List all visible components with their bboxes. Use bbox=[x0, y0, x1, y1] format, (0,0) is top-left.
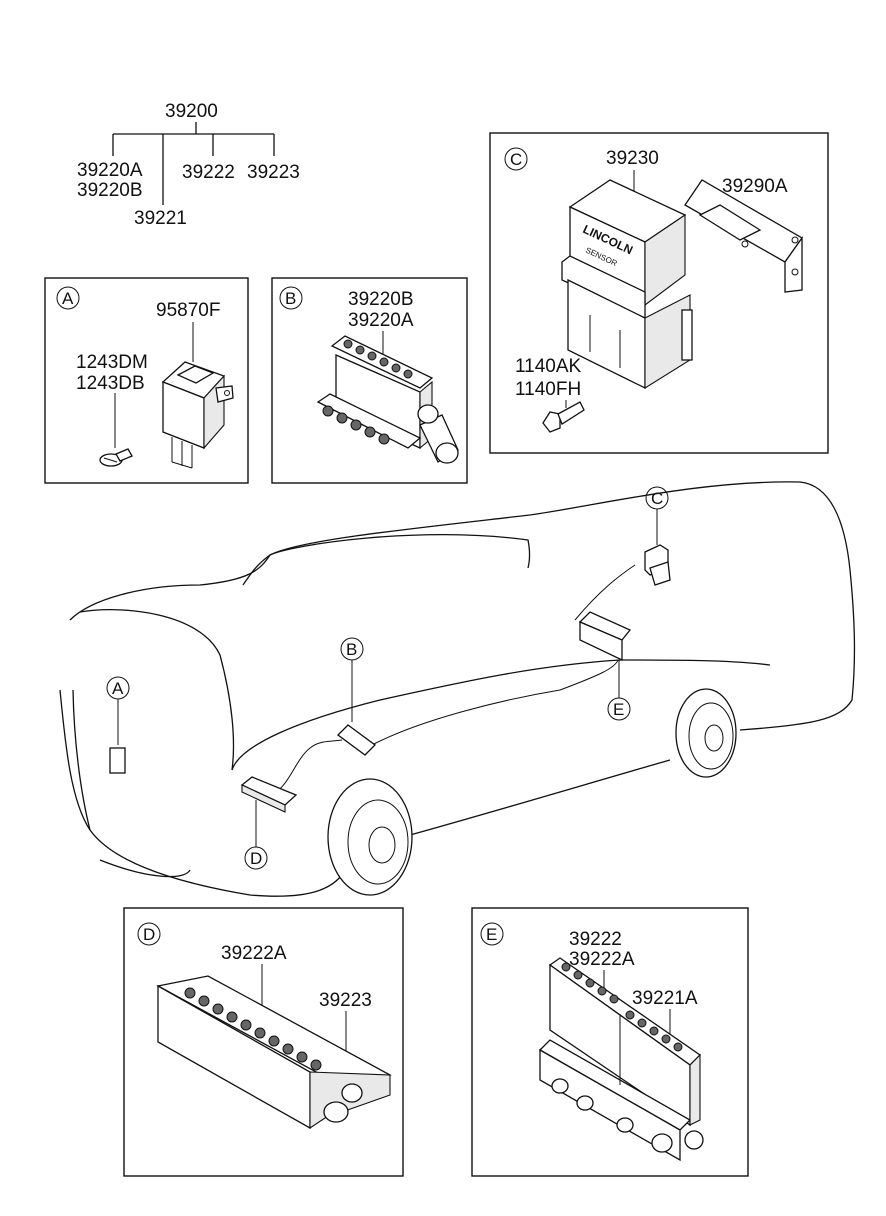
panel-b-frame bbox=[271, 277, 468, 484]
vehicle-outline bbox=[59, 481, 856, 897]
panel-d: D 39222A 39223 bbox=[123, 907, 404, 1177]
vehicle-callout-a-label: A bbox=[112, 679, 124, 698]
tree-label-39221[interactable]: 39221 bbox=[134, 208, 187, 229]
part-label-1243db[interactable]: 1243DB bbox=[76, 373, 145, 394]
vehicle-callout-c-label: C bbox=[651, 489, 663, 508]
vehicle-callout-b[interactable]: B bbox=[337, 637, 376, 756]
panel-b-callout-circle bbox=[279, 286, 303, 310]
panel-a-callout-circle bbox=[56, 286, 80, 310]
vehicle-callout-a[interactable]: A bbox=[106, 676, 130, 774]
screw-1243d[interactable] bbox=[99, 448, 133, 467]
tree-label-39220b[interactable]: 39220B bbox=[77, 180, 143, 201]
panel-d-frame bbox=[123, 907, 404, 1177]
junction-block-39221a[interactable] bbox=[538, 957, 704, 1162]
relay-95870f[interactable] bbox=[161, 361, 234, 469]
part-label-39221a[interactable]: 39221A bbox=[632, 988, 698, 1009]
part-label-1140ak[interactable]: 1140AK bbox=[515, 356, 582, 377]
panel-c: C 39230 39290A 1140AK 1140FH LINCOLN SEN… bbox=[489, 132, 829, 454]
part-label-39223[interactable]: 39223 bbox=[319, 990, 372, 1011]
panel-b: B 39220B 39220A bbox=[271, 277, 468, 484]
tree-label-39222[interactable]: 39222 bbox=[182, 162, 235, 183]
vehicle-callout-c[interactable]: C bbox=[644, 486, 671, 586]
panel-d-callout-circle bbox=[137, 922, 161, 946]
part-label-95870f[interactable]: 95870F bbox=[156, 300, 220, 321]
rear-wheel bbox=[675, 688, 737, 778]
part-label-39222a[interactable]: 39222A bbox=[221, 943, 287, 964]
bolt-1140[interactable] bbox=[542, 401, 585, 433]
panel-a-frame bbox=[44, 277, 249, 484]
vehicle-callout-b-label: B bbox=[346, 640, 357, 659]
panel-b-callout: B bbox=[285, 289, 296, 308]
panel-c-callout-circle bbox=[504, 147, 528, 171]
panel-c-frame bbox=[489, 132, 829, 454]
panel-c-callout: C bbox=[510, 150, 522, 169]
module-39230[interactable]: LINCOLN SENSOR bbox=[561, 179, 693, 390]
panel-e-frame bbox=[471, 907, 749, 1177]
junction-block-39220[interactable] bbox=[316, 335, 459, 464]
part-label-39220a[interactable]: 39220A bbox=[348, 310, 414, 331]
tree-label-39223[interactable]: 39223 bbox=[247, 162, 300, 183]
panel-a-callout: A bbox=[62, 289, 74, 308]
panel-e: E 39222 39222A 39221A bbox=[471, 907, 749, 1177]
tree-label-39220a[interactable]: 39220A bbox=[77, 160, 143, 181]
part-label-39222[interactable]: 39222 bbox=[569, 929, 622, 950]
part-label-1140fh[interactable]: 1140FH bbox=[515, 379, 581, 400]
fuse-block-39222a[interactable] bbox=[156, 975, 392, 1130]
part-label-1243dm[interactable]: 1243DM bbox=[76, 352, 148, 373]
part-label-39220b[interactable]: 39220B bbox=[348, 289, 414, 310]
tree-root-label[interactable]: 39200 bbox=[165, 101, 218, 122]
part-tree: 39200 39220A 39220B 39221 39222 39223 bbox=[77, 101, 300, 229]
panel-e-callout: E bbox=[486, 925, 497, 944]
bracket-39290a[interactable] bbox=[684, 179, 803, 293]
vehicle-callout-e[interactable]: E bbox=[578, 611, 632, 721]
vehicle-callout-e-label: E bbox=[613, 700, 624, 719]
front-wheel bbox=[327, 778, 413, 896]
part-label-39230[interactable]: 39230 bbox=[606, 148, 659, 169]
part-label-39222a-e[interactable]: 39222A bbox=[569, 949, 635, 970]
part-label-39290a[interactable]: 39290A bbox=[722, 176, 788, 197]
panel-d-callout: D bbox=[143, 925, 155, 944]
vehicle-callout-d-label: D bbox=[250, 849, 262, 868]
vehicle-callout-d[interactable]: D bbox=[240, 776, 298, 870]
panel-e-callout-circle bbox=[480, 922, 504, 946]
panel-a: A 95870F 1243DM 1243DB bbox=[44, 277, 249, 484]
